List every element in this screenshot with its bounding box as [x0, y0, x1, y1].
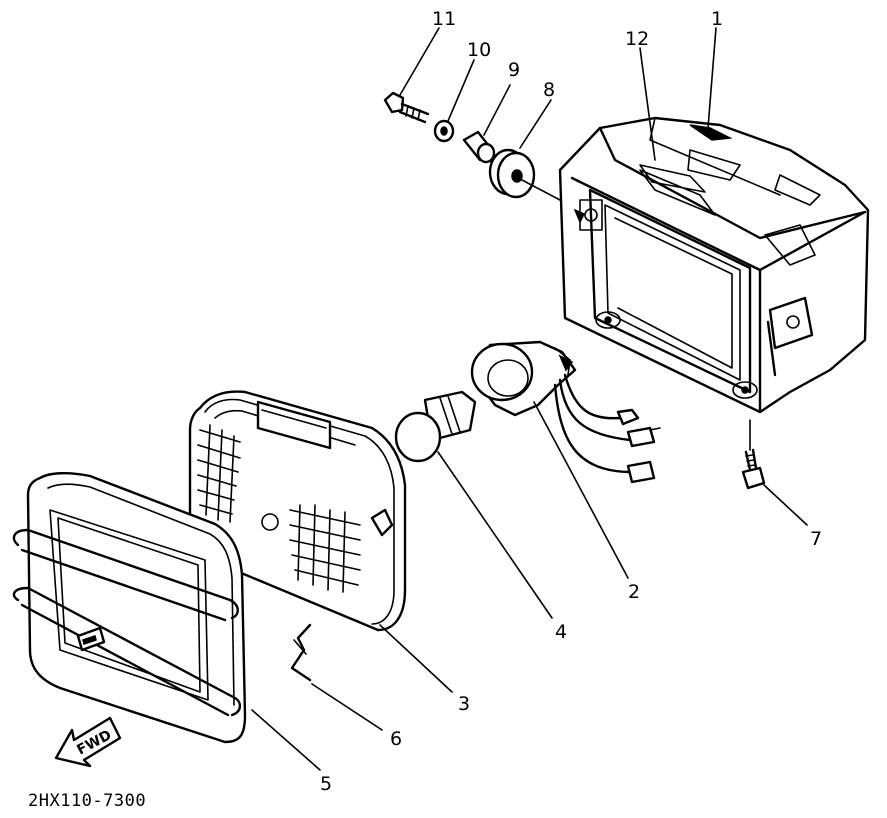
part-clip: [290, 623, 312, 682]
lens-pattern: [197, 424, 361, 593]
callout-2: 2: [628, 581, 640, 603]
callout-3: 3: [458, 693, 470, 715]
callout-12: 12: [625, 28, 649, 50]
callout-9: 9: [508, 59, 520, 81]
callout-8: 8: [543, 79, 555, 101]
leader-lines: [251, 27, 808, 771]
fwd-arrow-icon: FWD: [54, 716, 122, 768]
grommet-guide-line: [521, 179, 561, 201]
part-guard: [12, 472, 247, 744]
part-washer: [433, 119, 455, 143]
socket-wires: [553, 373, 661, 484]
callout-7: 7: [810, 528, 822, 550]
part-screw: [741, 448, 766, 490]
part-socket: [470, 340, 577, 417]
part-collar: [462, 130, 496, 164]
part-grommet: [488, 148, 536, 199]
part-label: [639, 164, 706, 193]
part-lens: [188, 390, 407, 632]
callout-5: 5: [320, 773, 332, 795]
callout-6: 6: [390, 728, 402, 750]
part-housing: [558, 116, 870, 414]
callout-4: 4: [555, 621, 567, 643]
part-bolt: [383, 91, 430, 124]
drawing-code: 2HX110-7300: [28, 791, 146, 811]
callouts: 1 12 8 9 10 11 7 2 4 3 6 5: [320, 8, 822, 795]
part-bulb: [394, 390, 477, 463]
callout-11: 11: [432, 8, 456, 30]
callout-10: 10: [467, 39, 491, 61]
callout-1: 1: [711, 8, 723, 30]
